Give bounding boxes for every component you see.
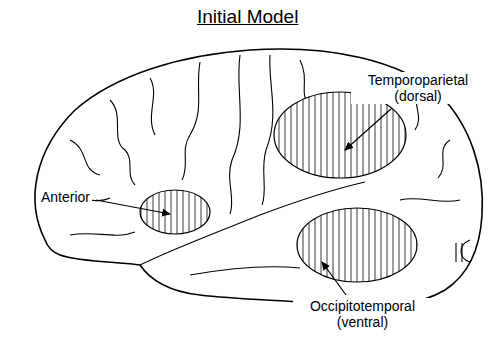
- region-label: Anterior: [39, 189, 92, 205]
- leader-arrow: [322, 262, 346, 295]
- region-label: Temporoparietal (dorsal): [351, 72, 485, 104]
- region-label: Occipitotemporal (ventral): [293, 298, 432, 330]
- diagram-title: Initial Model: [197, 6, 298, 28]
- occipitotemporal-region: [297, 208, 417, 282]
- leader-arrow: [345, 108, 392, 150]
- anterior-region: [140, 190, 210, 234]
- temporoparietal-region: [274, 92, 406, 178]
- leader-arrow: [96, 200, 170, 214]
